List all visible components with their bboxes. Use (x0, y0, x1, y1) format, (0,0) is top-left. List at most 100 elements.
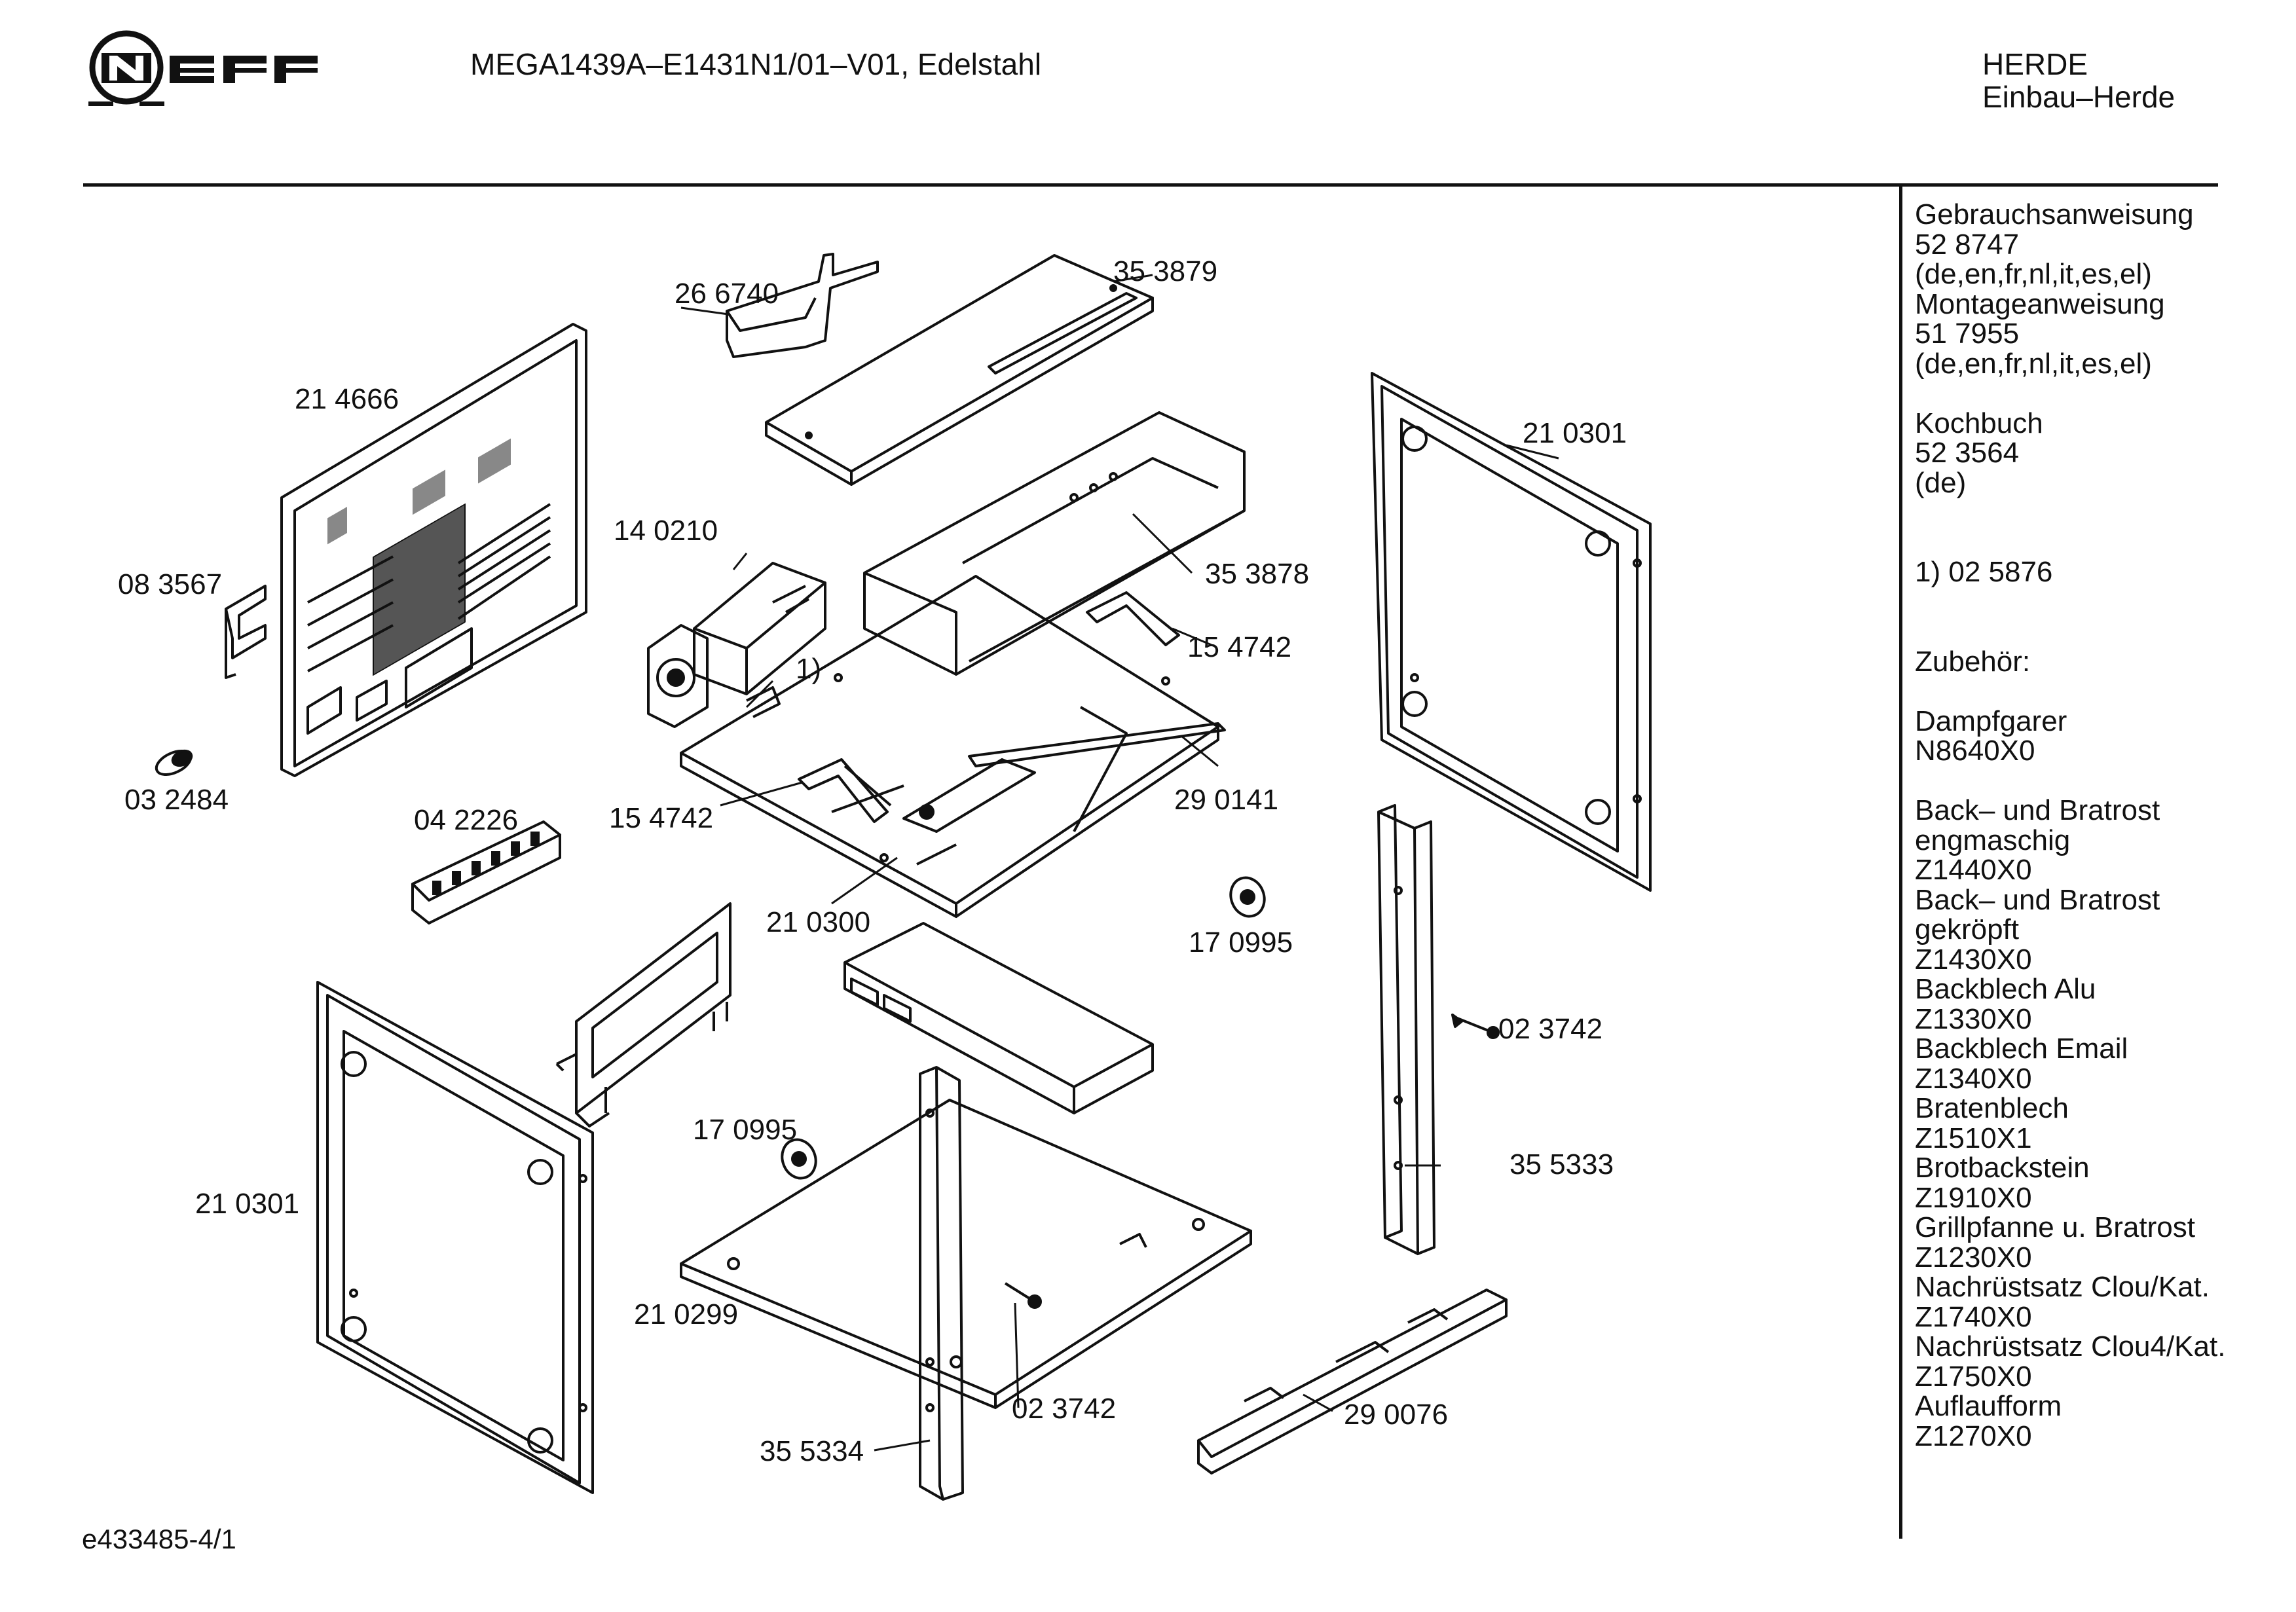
sidebar-line: Backblech Alu (1915, 973, 2096, 1005)
sidebar-line: 52 8747 (1915, 228, 2020, 261)
sidebar-line: Dampfgarer (1915, 705, 2067, 737)
sidebar-line: N8640X0 (1915, 735, 2035, 767)
part-screw-023742-b (1004, 1282, 1042, 1309)
sidebar-line: Z1510X1 (1915, 1122, 2032, 1154)
sidebar-line: Z1270X0 (1915, 1420, 2032, 1452)
sidebar-rule (1899, 187, 1902, 1539)
part-clip-083567 (225, 585, 267, 679)
label-023742-b: 02 3742 (1012, 1393, 1117, 1425)
part-trim-290076 (1197, 1289, 1508, 1475)
sidebar-line: Grillpfanne u. Bratrost (1915, 1211, 2195, 1243)
label-210300: 21 0300 (766, 906, 871, 938)
sidebar-line: (de) (1915, 466, 1967, 499)
sidebar-line (1915, 1481, 2282, 1511)
part-bottom-plate-210299 (680, 1099, 1252, 1409)
sidebar-line: Gebrauchsanweisung (1915, 198, 2194, 230)
part-handle-154742-b (798, 758, 889, 823)
part-control-module (843, 922, 1154, 1114)
sidebar-line (1915, 498, 2282, 528)
sidebar-line: Z1740X0 (1915, 1300, 2032, 1333)
label-170995-b: 17 0995 (693, 1114, 798, 1146)
part-knob-032484 (155, 749, 193, 777)
exploded-diagram (155, 253, 1652, 1501)
label-footnote-1: 1) (796, 653, 822, 685)
leader-lines (680, 274, 1559, 1452)
label-023742-a: 02 3742 (1498, 1013, 1603, 1045)
part-top-plate-353879 (765, 254, 1154, 486)
part-rear-frame-353878 (863, 411, 1246, 676)
document-id: e433485-4/1 (82, 1524, 236, 1554)
header-rule (83, 183, 2218, 187)
sidebar-line: Z1750X0 (1915, 1360, 2032, 1393)
label-353878: 35 3878 (1205, 558, 1310, 590)
sidebar-line: 51 7955 (1915, 318, 2020, 350)
label-290076: 29 0076 (1344, 1399, 1449, 1431)
sidebar-line: engmaschig (1915, 824, 2071, 856)
sidebar-line (1915, 1451, 2282, 1481)
sidebar-line: Kochbuch (1915, 407, 2043, 439)
label-353879: 35 3879 (1113, 255, 1218, 287)
sidebar-line: Zubehör: (1915, 645, 2031, 678)
sidebar-line (1915, 378, 2282, 409)
sidebar-line (1915, 528, 2282, 558)
label-154742-a: 15 4742 (1187, 631, 1292, 663)
label-266740: 26 6740 (675, 278, 779, 310)
sidebar-line: Z1230X0 (1915, 1241, 2032, 1273)
sidebar-line: Nachrüstsatz Clou/Kat. (1915, 1271, 2210, 1303)
label-355334: 35 5334 (760, 1435, 864, 1467)
sidebar-line (1915, 617, 2282, 647)
sidebar-line: Z1440X0 (1915, 854, 2032, 886)
sidebar-line: Montageanweisung (1915, 287, 2165, 320)
part-bracket-266740 (726, 253, 879, 358)
sidebar-line: Back– und Bratrost (1915, 794, 2160, 826)
part-rail-355333 (1377, 804, 1435, 1255)
label-154742-b: 15 4742 (609, 802, 714, 834)
part-screw-023742-a (1451, 1014, 1500, 1039)
sidebar-line: Bratenblech (1915, 1092, 2069, 1124)
sidebar-line: Z1910X0 (1915, 1181, 2032, 1214)
label-214666: 21 4666 (295, 383, 399, 415)
sidebar-line: (de,en,fr,nl,it,es,el) (1915, 347, 2152, 380)
neff-logo (82, 29, 350, 111)
part-terminal-block-042226 (411, 820, 561, 925)
label-210301-right: 21 0301 (1523, 417, 1627, 449)
part-side-panel-210301-right (1371, 372, 1652, 892)
sidebar-line: Z1340X0 (1915, 1062, 2032, 1095)
sidebar-line (1915, 766, 2282, 796)
sidebar-line: Nachrüstsatz Clou4/Kat. (1915, 1330, 2226, 1363)
label-170995-a: 17 0995 (1189, 926, 1293, 959)
sidebar-line: Brotbackstein (1915, 1152, 2090, 1184)
label-210299: 21 0299 (634, 1298, 739, 1330)
sidebar-line (1915, 587, 2282, 617)
label-210301-left: 21 0301 (195, 1188, 300, 1220)
part-bracket-290141 (968, 722, 1226, 767)
sidebar-line: Backblech Email (1915, 1033, 2128, 1065)
sidebar-line: (de,en,fr,nl,it,es,el) (1915, 258, 2152, 290)
part-control-panel-214666 (280, 323, 587, 777)
part-handle-154742-a (1086, 591, 1180, 646)
neff-logo-graphic (88, 30, 318, 106)
label-140210: 14 0210 (614, 515, 718, 547)
sidebar-line: 1) 02 5876 (1915, 556, 2053, 588)
part-bezel-frame (555, 902, 731, 1127)
model-title: MEGA1439A–E1431N1/01–V01, Edelstahl (470, 47, 1042, 81)
part-side-panel-210301-left (316, 981, 594, 1494)
sidebar-line: Back– und Bratrost (1915, 883, 2160, 916)
part-rail-355334 (919, 1066, 964, 1501)
part-foot-170995-a (1229, 876, 1266, 918)
sidebar-line: Z1430X0 (1915, 943, 2032, 976)
label-042226: 04 2226 (414, 804, 519, 836)
sidebar-line: gekröpft (1915, 913, 2019, 945)
sidebar-line: Z1330X0 (1915, 1002, 2032, 1035)
sidebar-line (1915, 676, 2282, 706)
subcategory-title: Einbau–Herde (1982, 80, 2176, 114)
label-290141: 29 0141 (1174, 784, 1279, 816)
label-032484: 03 2484 (124, 784, 229, 816)
accessory-sidebar: Gebrauchsanweisung 52 8747 (de,en,fr,nl,… (1915, 200, 2282, 1511)
label-083567: 08 3567 (118, 568, 223, 600)
label-355333: 35 5333 (1509, 1148, 1614, 1181)
sidebar-line: Auflaufform (1915, 1390, 2062, 1422)
category-title: HERDE (1982, 47, 2088, 81)
part-base-plate-210300 (680, 575, 1219, 918)
part-fan-motor-140210 (647, 562, 826, 728)
